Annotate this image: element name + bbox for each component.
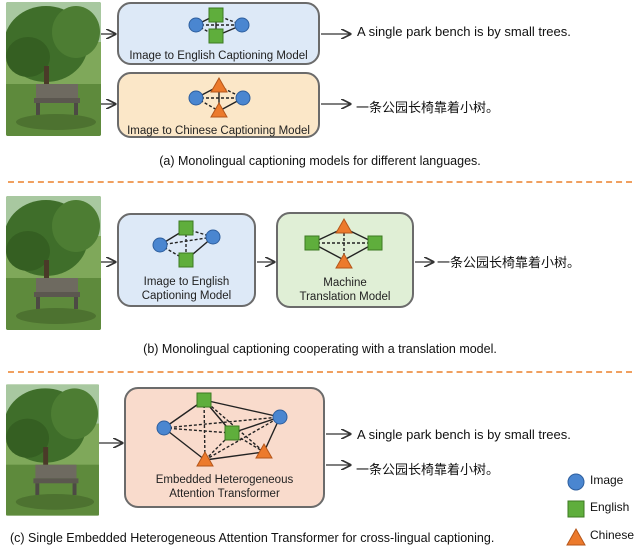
image-to-english-model-label-b: Image to English Captioning Model <box>119 275 254 303</box>
image-node <box>272 409 288 425</box>
english-node <box>208 28 224 44</box>
image-to-english-model-label: Image to English Captioning Model <box>129 50 308 62</box>
image-node <box>188 17 204 33</box>
chinese-output-c: 一条公园长椅靠着小树。 <box>356 462 500 477</box>
image-node <box>156 420 172 436</box>
machine-translation-label-line2: Translation Model <box>299 291 391 303</box>
caption-c: (c) Single Embedded Heterogeneous Attent… <box>10 531 495 545</box>
park-bench-photo-b <box>6 196 101 330</box>
park-bench-photo-c <box>6 384 99 516</box>
english-output-a: A single park bench is by small trees. <box>357 24 571 39</box>
chinese-node <box>210 76 228 93</box>
image-to-english-label-line2: Captioning Model <box>141 290 232 302</box>
image-to-english-label-line1: Image to English <box>143 276 230 288</box>
chinese-triangle-icon <box>566 527 586 546</box>
chinese-node <box>335 252 353 269</box>
image-node <box>152 237 168 253</box>
english-output-c: A single park bench is by small trees. <box>357 427 571 442</box>
legend-chinese-label: Chinese <box>590 528 635 542</box>
chinese-node <box>210 101 228 118</box>
english-node <box>178 252 194 268</box>
embedded-heterogeneous-model-box: Embedded Heterogeneous Attention Transfo… <box>124 387 325 508</box>
caption-b: (b) Monolingual captioning cooperating w… <box>143 342 497 356</box>
image-circle-icon <box>567 473 585 491</box>
chinese-node <box>196 450 214 467</box>
image-node <box>205 229 221 245</box>
chinese-output-a: 一条公园长椅靠着小树。 <box>356 100 500 115</box>
english-node <box>178 220 194 236</box>
legend-english-label: English <box>590 500 630 514</box>
eha-label-line2: Attention Transformer <box>169 488 280 500</box>
separator-1 <box>8 181 632 183</box>
embedded-heterogeneous-model-label: Embedded Heterogeneous Attention Transfo… <box>126 473 323 501</box>
chinese-node <box>335 217 353 234</box>
caption-a: (a) Monolingual captioning models for di… <box>159 154 481 168</box>
english-node <box>224 425 240 441</box>
eha-label-line1: Embedded Heterogeneous <box>155 474 294 486</box>
english-square-icon <box>567 500 585 518</box>
machine-translation-model-label: Machine Translation Model <box>278 276 412 304</box>
english-node <box>196 392 212 408</box>
image-node <box>234 17 250 33</box>
image-node <box>235 90 251 106</box>
legend-image-label: Image <box>590 473 624 487</box>
english-node <box>304 235 320 251</box>
image-to-chinese-model-label: Image to Chinese Captioning Model <box>127 125 310 137</box>
chinese-node <box>255 442 273 459</box>
english-node <box>367 235 383 251</box>
separator-2 <box>8 371 632 373</box>
chinese-output-b: 一条公园长椅靠着小树。 <box>437 255 581 270</box>
image-node <box>188 90 204 106</box>
machine-translation-label-line1: Machine <box>323 277 367 289</box>
park-bench-photo-a <box>6 2 101 136</box>
english-node <box>208 7 224 23</box>
